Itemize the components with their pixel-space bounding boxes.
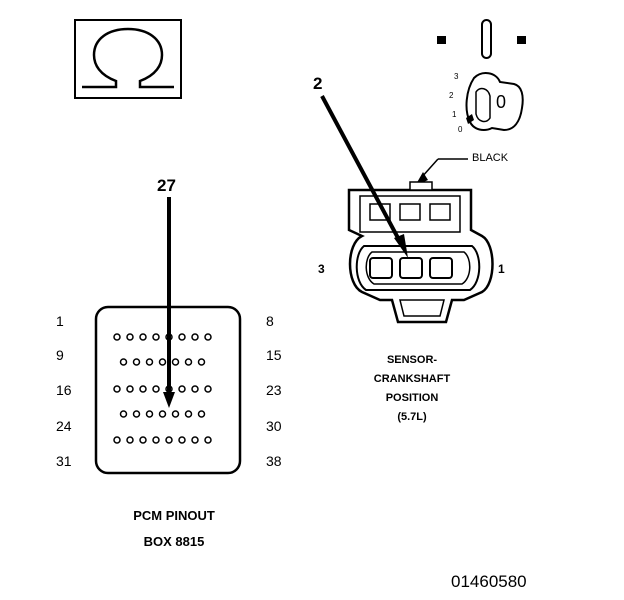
pcm-pin-cavity	[145, 358, 154, 366]
pcm-pin-cavity	[119, 358, 128, 366]
ignition-position-0: 0	[458, 125, 463, 134]
sensor-caption-line: CRANKSHAFT	[373, 373, 451, 385]
ignition-position-2: 2	[449, 91, 454, 100]
pcm-pin-cavity	[197, 358, 206, 366]
callout-27: 27	[157, 176, 176, 195]
pcm-pin-cavity	[126, 385, 134, 393]
pcm-pin-cavity	[152, 385, 160, 393]
pcm-pin-cavity	[126, 333, 134, 341]
pcm-pin-cavity	[178, 436, 186, 444]
pcm-pin-cavity	[191, 436, 199, 444]
pcm-pin-cavity	[119, 410, 128, 418]
pcm-pin-cavity	[152, 436, 160, 444]
pcm-pin-cavity	[158, 410, 167, 418]
pcm-right-label: 8	[266, 313, 274, 329]
pcm-pin-cavity	[204, 385, 212, 393]
pcm-right-label: 38	[266, 453, 282, 469]
pcm-pin-cavity	[139, 385, 147, 393]
pcm-pin-cavity	[132, 410, 141, 418]
pcm-pin-cavity	[158, 358, 167, 366]
pcm-pin-grid	[113, 333, 212, 444]
pcm-pin-cavity	[113, 436, 121, 444]
ignition-position-3: 3	[454, 72, 459, 81]
pcm-pin-cavity	[204, 333, 212, 341]
pcm-left-label: 24	[56, 418, 72, 434]
pcm-caption-line: BOX 8815	[143, 534, 205, 549]
pcm-pin-cavity	[145, 410, 154, 418]
pcm-pin-cavity	[139, 436, 147, 444]
pcm-right-label: 30	[266, 418, 282, 434]
pcm-pin-cavity	[191, 385, 199, 393]
pcm-pin-cavity	[126, 436, 134, 444]
pcm-pin-cavity	[197, 410, 206, 418]
pcm-left-label: 31	[56, 453, 72, 469]
pcm-left-label: 16	[56, 382, 72, 398]
sensor-caption-line: SENSOR-	[386, 354, 438, 366]
sensor-caption-line: POSITION	[385, 392, 439, 404]
ignition-key-label: 0	[496, 92, 507, 112]
ohm-icon	[82, 27, 174, 89]
sensor-connector	[347, 181, 494, 324]
ignition-key-icon	[437, 19, 526, 132]
sensor-caption: SENSOR- CRANKSHAFT POSITION (5.7L)	[352, 351, 472, 427]
pcm-pin-cavity	[178, 385, 186, 393]
pcm-pin-cavity	[113, 333, 121, 341]
pcm-pin-cavity	[184, 410, 193, 418]
pcm-pin-cavity	[139, 333, 147, 341]
pcm-left-label: 1	[56, 313, 64, 329]
pcm-caption-line: PCM PINOUT	[133, 508, 215, 523]
pcm-pin-cavity	[204, 436, 212, 444]
sensor-caption-line: (5.7L)	[397, 411, 427, 423]
sensor-pin-3-label: 3	[318, 262, 325, 276]
figure-number: 01460580	[451, 572, 527, 591]
ohmmeter-symbol-box	[74, 19, 182, 99]
probe-arrow-27	[163, 197, 175, 408]
pcm-pin-cavity	[178, 333, 186, 341]
sensor-pin-1-label: 1	[498, 262, 505, 276]
pcm-pin-cavity	[184, 358, 193, 366]
pcm-pin-cavity	[113, 385, 121, 393]
pcm-pin-cavity	[171, 358, 180, 366]
pcm-pin-cavity	[165, 436, 173, 444]
pcm-pin-cavity	[191, 333, 199, 341]
callout-2: 2	[313, 74, 323, 93]
ignition-position-1: 1	[452, 110, 457, 119]
black-color-label: BLACK	[472, 152, 509, 164]
pcm-pin-cavity	[171, 410, 180, 418]
pcm-left-label: 9	[56, 347, 64, 363]
pcm-pin-cavity	[132, 358, 141, 366]
pcm-right-label: 23	[266, 382, 282, 398]
pcm-caption: PCM PINOUT BOX 8815	[98, 503, 250, 555]
pcm-right-label: 15	[266, 347, 282, 363]
probe-arrow-2	[320, 95, 408, 258]
pcm-pin-cavity	[152, 333, 160, 341]
